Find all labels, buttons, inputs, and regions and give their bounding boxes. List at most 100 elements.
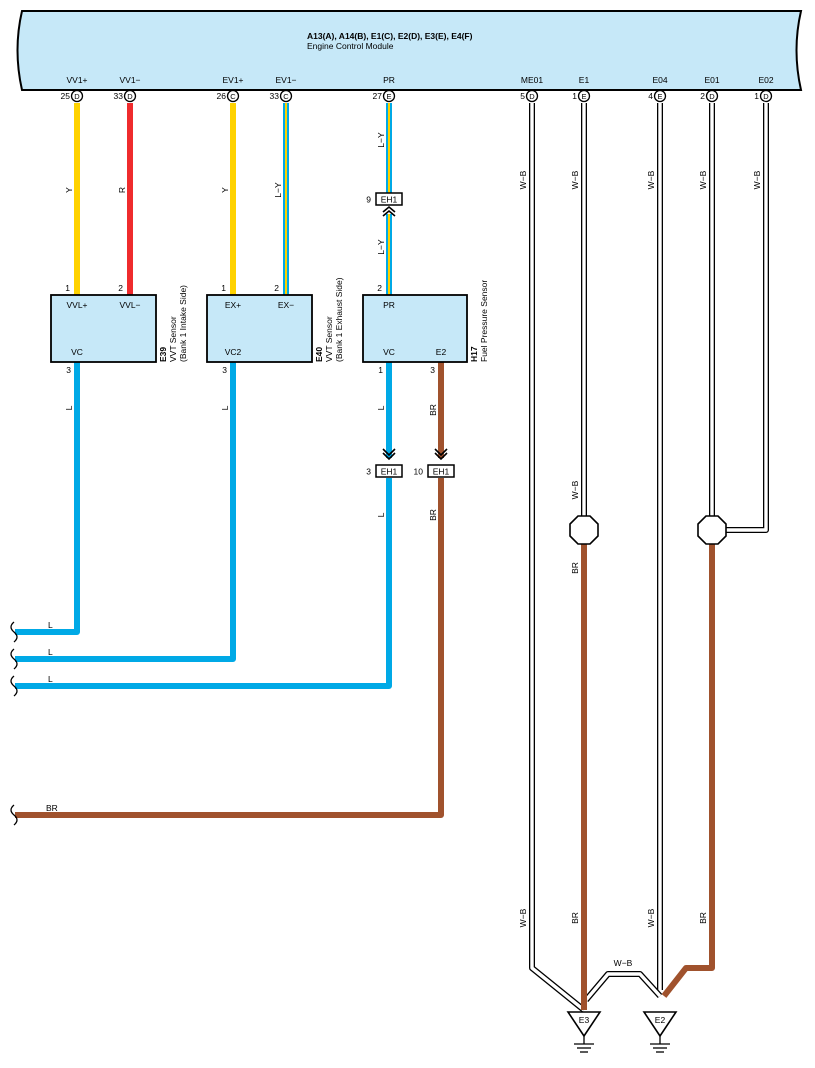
label-l-7: L [48, 674, 53, 684]
pin-vv1p: 25 D [61, 89, 84, 103]
svg-text:27: 27 [373, 91, 383, 101]
svg-text:EH1: EH1 [381, 195, 398, 205]
h17-pin1: 1 [378, 365, 383, 375]
terminal-vv1m: VV1− [119, 75, 140, 85]
svg-text:33: 33 [270, 91, 280, 101]
svg-text:3: 3 [366, 467, 371, 477]
e39-pin1: 1 [65, 283, 70, 293]
connector-eh1-10: EH1 10 [414, 448, 455, 478]
terminal-e02: E02 [758, 75, 773, 85]
pin-ev1p: 26 C [217, 89, 240, 103]
ground-e2: E2 [642, 1011, 678, 1053]
svg-text:2: 2 [700, 91, 705, 101]
wire-l-e40-vc2 [15, 362, 236, 662]
h17-e2: E2 [436, 347, 447, 357]
engine-control-module: A13(A), A14(B), E1(C), E2(D), E3(E), E4(… [16, 10, 803, 91]
splice-e01 [697, 515, 727, 545]
svg-text:EH1: EH1 [381, 467, 398, 477]
ecm-terminal-pins: 25 D 33 D 26 C 33 C 27 E 5 D [61, 89, 773, 103]
pin-vv1m: 33 D [114, 89, 137, 103]
svg-text:9: 9 [366, 195, 371, 205]
ground-e3-label: E3 [579, 1015, 590, 1025]
e39-name: VVT Sensor [168, 316, 178, 362]
wire-br-e01-ground [661, 540, 715, 998]
wire-wb-group [529, 103, 769, 1013]
wire-l-h17-vc [15, 362, 392, 689]
ground-e3: E3 [566, 1011, 602, 1053]
ground-e2-label: E2 [655, 1015, 666, 1025]
svg-text:D: D [127, 92, 133, 101]
label-wb-9: W−B [614, 958, 633, 968]
h17-vc: VC [383, 347, 395, 357]
e39-vvlp: VVL+ [66, 300, 87, 310]
sensor-h17: PR VC E2 2 1 3 H17 Fuel Pressure Sensor [362, 280, 489, 375]
chevron-up-icon [382, 205, 396, 217]
e40-name: VVT Sensor [324, 316, 334, 362]
splice-e1 [569, 515, 599, 545]
label-br-6: BR [46, 803, 58, 813]
e39-sub: (Bank 1 Intake Side) [178, 285, 188, 362]
chevron-down-icon [434, 448, 448, 461]
terminal-ev1p: EV1+ [222, 75, 243, 85]
terminal-pr: PR [383, 75, 395, 85]
label-wb-3: W−B [646, 170, 656, 189]
label-l-2: L [220, 405, 230, 410]
pin-pr: 27 E [373, 89, 396, 103]
label-wb-8: W−B [646, 908, 656, 927]
e40-exp: EX+ [225, 300, 241, 310]
svg-text:EH1: EH1 [433, 467, 450, 477]
label-l-5: L [48, 620, 53, 630]
label-wb-2: W−B [570, 170, 580, 189]
chevron-down-icon [382, 448, 396, 461]
label-l-1: L [64, 405, 74, 410]
label-ly-1: L−Y [273, 182, 283, 198]
e39-pin2: 2 [118, 283, 123, 293]
terminal-e1: E1 [579, 75, 590, 85]
terminal-me01: ME01 [521, 75, 543, 85]
ecm-name: Engine Control Module [307, 41, 394, 51]
svg-text:1: 1 [572, 91, 577, 101]
e40-code: E40 [314, 347, 324, 362]
wire-break-marks [10, 621, 18, 826]
ecm-codes: A13(A), A14(B), E1(C), E2(D), E3(E), E4(… [307, 31, 473, 41]
label-wb-1: W−B [518, 170, 528, 189]
svg-text:D: D [74, 92, 80, 101]
e39-vvlm: VVL− [119, 300, 140, 310]
svg-text:10: 10 [414, 467, 424, 477]
ecm-terminal-names: VV1+ VV1− EV1+ EV1− PR ME01 E1 E04 E01 E… [66, 75, 773, 85]
svg-text:E: E [581, 92, 586, 101]
h17-pr: PR [383, 300, 395, 310]
h17-pin2: 2 [377, 283, 382, 293]
label-l-6: L [48, 647, 53, 657]
pin-e01: 2 D [700, 89, 719, 103]
svg-text:D: D [529, 92, 535, 101]
label-br-3: BR [570, 562, 580, 574]
label-br-1: BR [428, 404, 438, 416]
label-wb-4: W−B [698, 170, 708, 189]
wire-color-labels: Y R Y L−Y L−Y L−Y L L L L BR BR W−B W−B … [46, 132, 762, 968]
svg-text:1: 1 [754, 91, 759, 101]
pin-e02: 1 D [754, 89, 773, 103]
e39-pin3: 3 [66, 365, 71, 375]
terminal-e04: E04 [652, 75, 667, 85]
svg-text:E: E [657, 92, 662, 101]
e40-vc2: VC2 [225, 347, 242, 357]
terminal-vv1p: VV1+ [66, 75, 87, 85]
e40-pin3: 3 [222, 365, 227, 375]
label-br-2: BR [428, 509, 438, 521]
e40-sub: (Bank 1 Exhaust Side) [334, 277, 344, 362]
label-l-3: L [376, 405, 386, 410]
h17-name: Fuel Pressure Sensor [479, 280, 489, 362]
label-wb-7: W−B [518, 908, 528, 927]
label-y-2: Y [220, 187, 230, 193]
pin-e04: 4 E [648, 89, 667, 103]
connector-eh1-3: EH1 3 [366, 448, 403, 478]
svg-text:D: D [763, 92, 769, 101]
pin-ev1m: 33 C [270, 89, 293, 103]
label-br-5: BR [698, 912, 708, 924]
terminal-ev1m: EV1− [275, 75, 296, 85]
label-r: R [117, 187, 127, 193]
e40-pin1: 1 [221, 283, 226, 293]
svg-text:5: 5 [520, 91, 525, 101]
